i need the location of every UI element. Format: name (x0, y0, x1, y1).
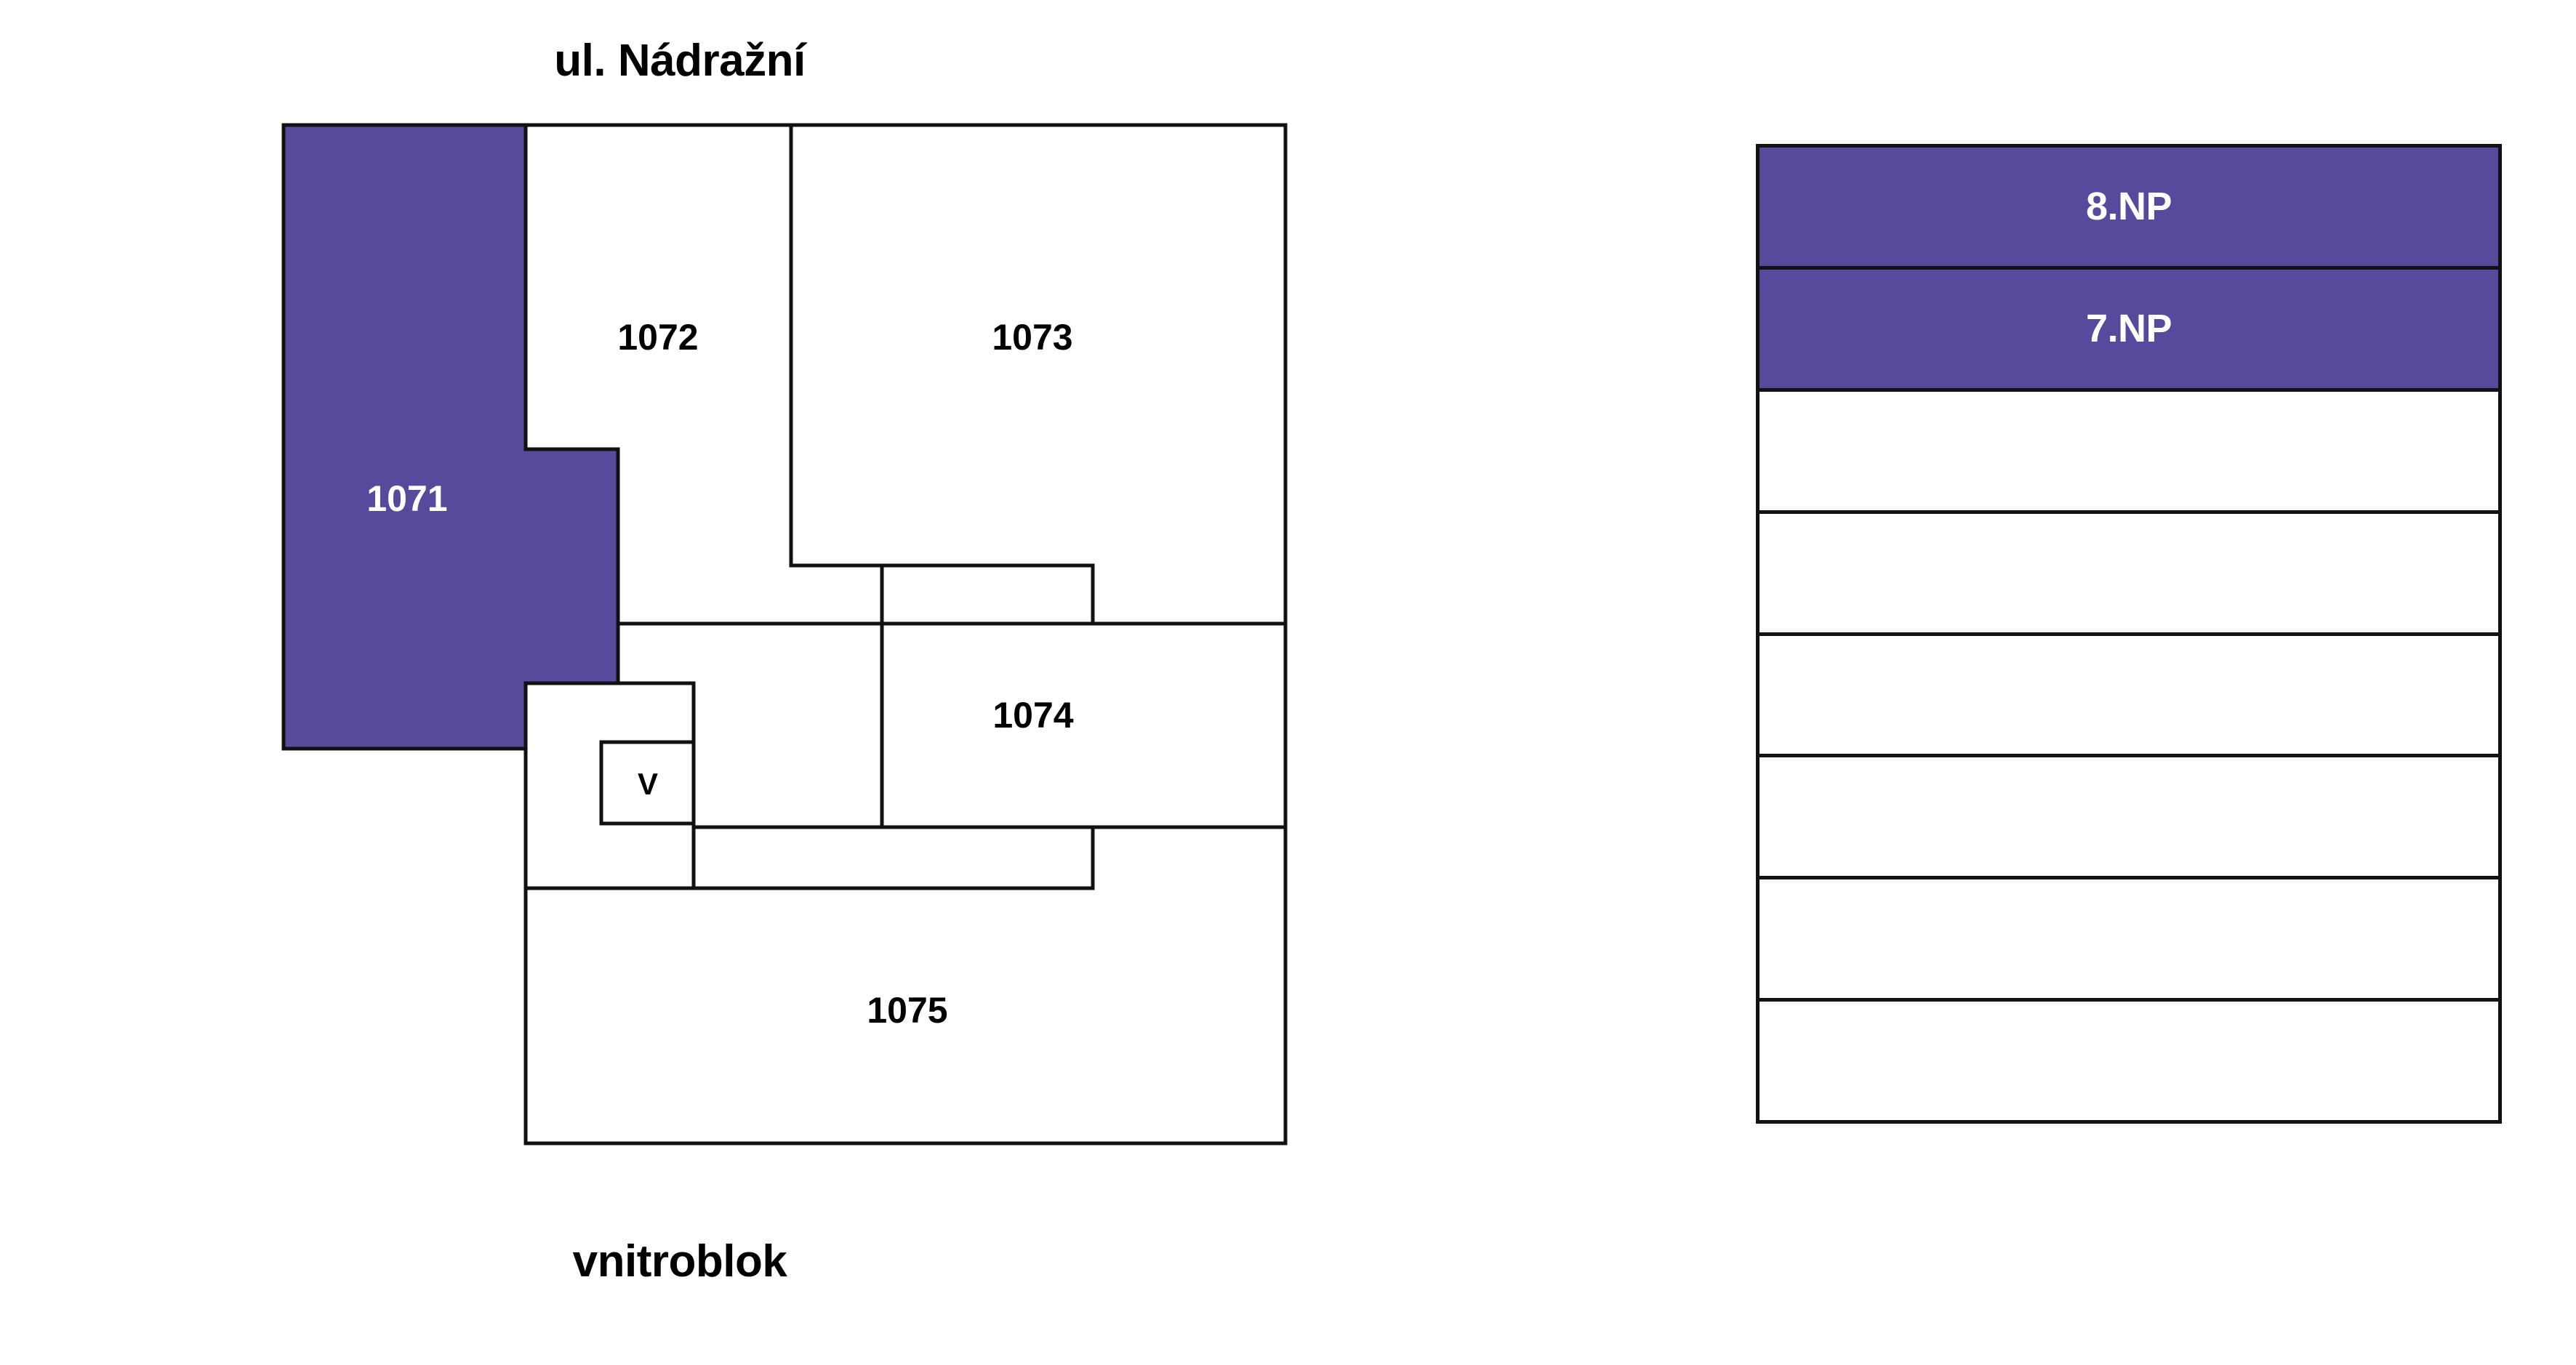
floor-row-7[interactable] (1760, 879, 2498, 1002)
unit-label-1074: 1074 (992, 695, 1073, 736)
floor-row-7np[interactable]: 7.NP (1760, 269, 2498, 392)
elevator-box (599, 740, 696, 826)
courtyard-name-label: vnitroblok (572, 1236, 787, 1287)
unit-shape-1073[interactable] (789, 123, 1288, 626)
floor-row-6[interactable] (1760, 757, 2498, 880)
floor-row-8np[interactable]: 8.NP (1760, 148, 2498, 270)
unit-label-1075: 1075 (867, 990, 947, 1031)
floor-row-4[interactable] (1760, 513, 2498, 636)
unit-label-1073: 1073 (992, 317, 1072, 358)
floor-row-label: 8.NP (2085, 185, 2172, 229)
elevator-label: V (638, 767, 658, 801)
floorplan-diagram: V 1071 1072 1073 1074 1075 (281, 123, 1288, 1145)
floor-stack: 8.NP 7.NP (1756, 144, 2502, 1124)
floor-row-label: 7.NP (2085, 307, 2172, 351)
unit-shape-1075[interactable] (523, 825, 1288, 1145)
floor-row-5[interactable] (1760, 635, 2498, 758)
floor-row-8[interactable] (1760, 1002, 2498, 1120)
unit-shape-1071[interactable] (281, 123, 620, 751)
unit-label-1071: 1071 (366, 478, 447, 519)
street-name-label: ul. Nádražní (554, 36, 806, 86)
unit-label-1072: 1072 (617, 317, 698, 358)
floor-row-3[interactable] (1760, 391, 2498, 514)
